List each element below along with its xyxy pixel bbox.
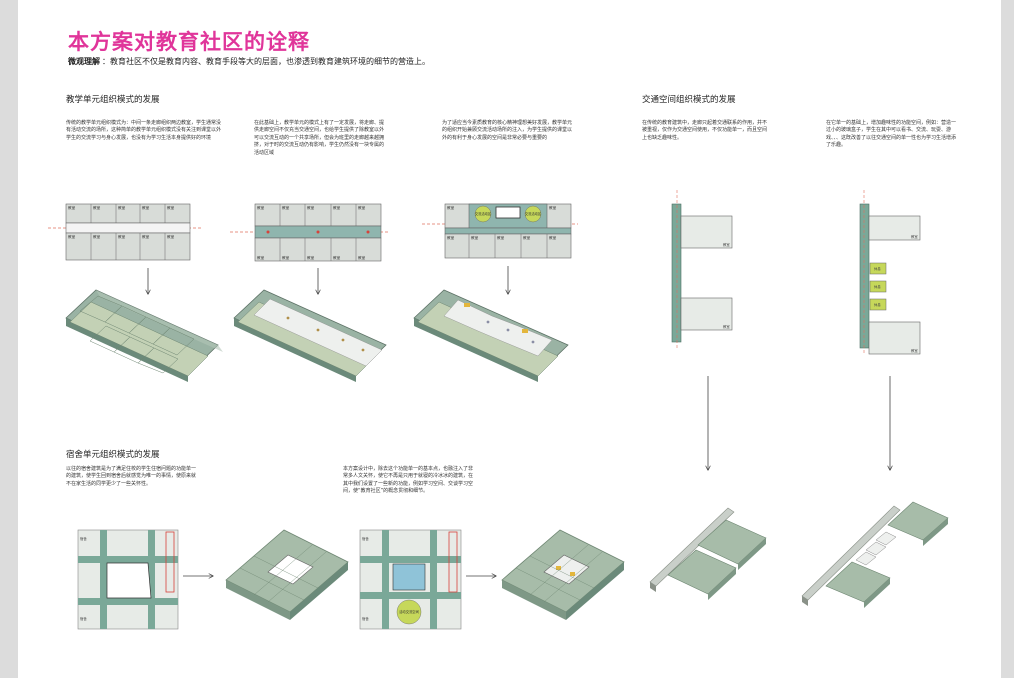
room-label: 教室 [471,235,479,240]
page-subtitle: 微观理解：教育社区不仅是教育内容、教育手段等大的层面，也渗透到教育建筑环境的细节… [68,56,430,67]
room-label: 教室 [523,235,531,240]
room-label: 教室 [358,255,366,260]
teaching-desc-3: 为了适应当今素质教育的核心精神理想美好发展，教学单元的组织开始兼顾交流活动场所的… [442,120,573,141]
room-label: 教室 [282,205,290,210]
activity-box-label: 交流活动区 [525,211,542,216]
room-label: 教室 [358,205,366,210]
dorm-axo-1 [225,529,349,620]
dorm-plan-1 [77,529,213,630]
room-label: 教室 [68,234,76,239]
teaching-plan-3 [422,203,578,294]
room-label: 教室 [282,255,290,260]
traffic-section-title: 交通空间组织模式的发展 [642,95,736,105]
room-label: 教室 [549,205,557,210]
dorm-room-label: 宿舍 [80,536,87,541]
room-label: 教室 [167,205,175,210]
dorm-room-label: 宿舍 [362,536,369,541]
traffic-plan-1 [671,190,733,470]
block-label: 教室 [723,242,730,247]
board: 本方案对教育社区的诠释 微观理解：教育社区不仅是教育内容、教育手段等大的层面，也… [18,0,1001,678]
room-label: 教室 [93,205,101,210]
subtitle-label: 微观理解 [68,56,100,66]
page-title: 本方案对教育社区的诠释 [68,30,310,54]
room-label: 教室 [497,235,505,240]
rest-box-label: 休息 [874,266,881,271]
traffic-desc-1: 在传统的教育建筑中，走廊只起着交通联系的作用，并不被重视，仅作为交通空间使用，不… [642,120,768,141]
room-label: 教室 [307,255,315,260]
room-label: 教室 [118,234,126,239]
room-label: 教室 [142,234,150,239]
dorm-desc-2: 本方案设计中，除去这个功能单一的基本点，也融注入了非常多人文关怀，使它不再是只用… [343,466,474,495]
diagram-canvas: 教室 教室 教室 教室 教室 教室 教室 教室 教室 教室 教室 教室 教室 教… [48,190,949,630]
room-label: 教室 [93,234,101,239]
room-label: 教室 [447,205,455,210]
traffic-axo-1 [649,507,767,600]
teaching-plan-1 [48,203,203,294]
room-label: 教室 [549,235,557,240]
room-label: 教室 [68,205,76,210]
room-label: 教室 [257,205,265,210]
teaching-desc-2: 在此基础上，教学单元的模式上有了一定发展，将走廊、提供走廊空间不仅充当交通空间，… [254,120,385,156]
room-label: 教室 [142,205,150,210]
subtitle-text: ：教育社区不仅是教育内容、教育手段等大的层面，也渗透到教育建筑环境的细节的营造上… [102,57,430,66]
room-label: 教室 [118,205,126,210]
traffic-plan-2 [859,190,921,470]
teaching-axo-2 [233,289,387,382]
dorm-room-label: 宿舍 [80,616,87,621]
teaching-axo-1 [65,289,223,382]
dorm-plan-2 [359,529,496,630]
block-label: 教室 [723,324,730,329]
room-label: 教室 [307,205,315,210]
teaching-plan-2 [230,203,388,294]
room-label: 教室 [333,255,341,260]
rest-box-label: 休息 [874,284,881,289]
room-label: 教室 [447,235,455,240]
room-label: 教室 [167,234,175,239]
teaching-axo-3 [413,289,569,382]
activity-box-label: 交流活动区 [475,211,492,216]
room-label: 教室 [257,255,265,260]
dorm-room-label: 宿舍 [362,616,369,621]
teaching-section-title: 教学单元组织模式的发展 [66,95,160,105]
teaching-desc-1: 传统的教学单元组织模式为：中间一条走廊组织两边教室，学生通常没有活动交流的场所，… [66,120,222,141]
dorm-section-title: 宿舍单元组织模式的发展 [66,450,160,460]
dorm-axo-2 [501,529,625,620]
dorm-activity-label: 活动交流空间 [399,609,419,614]
traffic-desc-2: 在它单一的基础上，增加趣味性的功能空间，例如：营造一过小的玻璃盒子，学生在其中可… [826,120,957,149]
traffic-axo-2 [801,501,949,608]
rest-box-label: 休息 [874,302,881,307]
dorm-desc-1: 以往的宿舍建筑是为了满足住校的学生住宿问题的功能单一的建筑，使学生回到宿舍后就感… [66,466,197,487]
room-label: 教室 [333,205,341,210]
block-label: 教室 [911,348,918,353]
block-label: 教室 [911,234,918,239]
